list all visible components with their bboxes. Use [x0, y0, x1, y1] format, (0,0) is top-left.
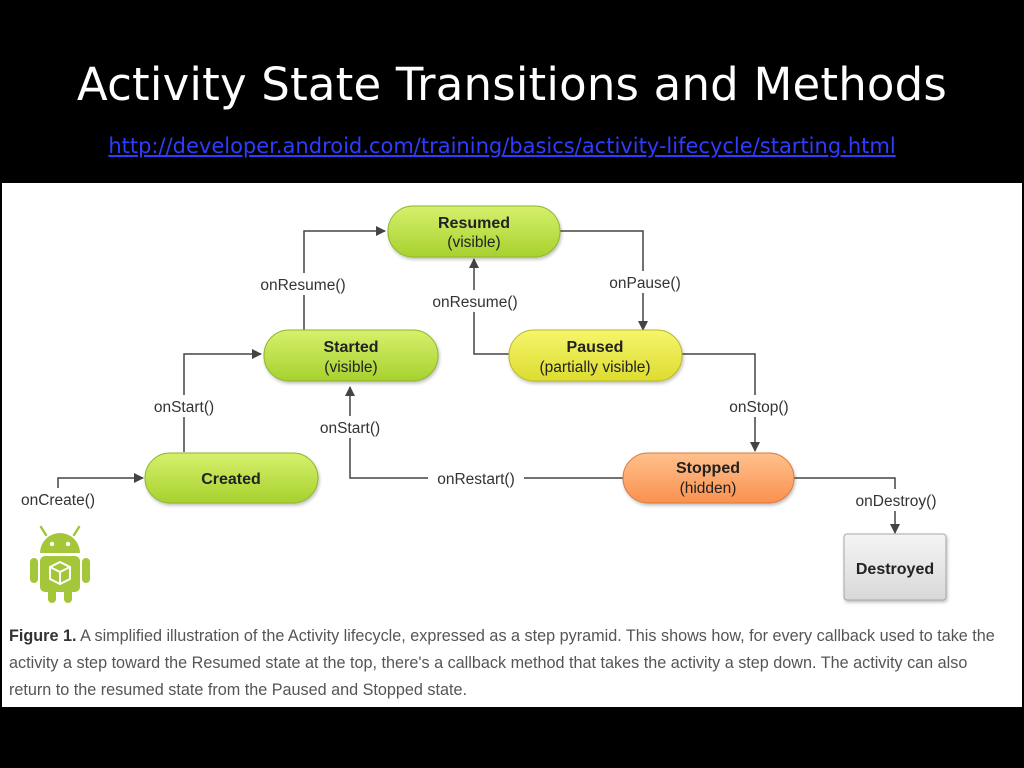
callback-labels: onCreate() onStart() onResume() onPause(…	[12, 271, 945, 511]
arrow-onresume-up	[303, 226, 386, 330]
state-resumed-detail: (visible)	[447, 234, 500, 251]
state-started-detail: (visible)	[324, 359, 377, 376]
label-onstart-back: onStart()	[320, 420, 380, 437]
label-onrestart: onRestart()	[437, 471, 515, 488]
label-onresume-up: onResume()	[260, 277, 345, 294]
state-created: Created	[144, 452, 319, 504]
arrow-onstart-back	[345, 386, 623, 479]
state-destroyed: Destroyed	[843, 533, 947, 601]
label-oncreate: onCreate()	[21, 492, 95, 509]
label-onstop: onStop()	[729, 399, 788, 416]
state-started-name: Started	[323, 339, 378, 356]
arrow-onpause	[560, 230, 648, 331]
state-paused-name: Paused	[567, 339, 624, 356]
label-onstart-up: onStart()	[154, 399, 214, 416]
state-stopped-name: Stopped	[676, 460, 740, 477]
connectors	[57, 226, 900, 534]
caption-text: A simplified illustration of the Activit…	[9, 627, 995, 699]
state-resumed: Resumed (visible)	[387, 205, 561, 258]
label-ondestroy: onDestroy()	[856, 493, 937, 510]
slide-title: Activity State Transitions and Methods	[76, 58, 948, 111]
label-onresume-back: onResume()	[432, 294, 517, 311]
label-onpause: onPause()	[609, 275, 681, 292]
lifecycle-diagram: Resumed (visible) Started (visible) Paus…	[12, 205, 947, 603]
state-started: Started (visible)	[263, 329, 439, 382]
android-robot-icon	[30, 525, 90, 603]
state-destroyed-name: Destroyed	[856, 561, 934, 578]
state-created-name: Created	[201, 471, 261, 488]
source-link[interactable]: http://developer.android.com/training/ba…	[108, 134, 896, 158]
figure-caption: Figure 1. A simplified illustration of t…	[9, 623, 1014, 704]
state-stopped-detail: (hidden)	[680, 480, 737, 497]
state-paused: Paused (partially visible)	[508, 329, 683, 382]
state-resumed-name: Resumed	[438, 215, 510, 232]
caption-label: Figure 1.	[9, 627, 77, 645]
state-stopped: Stopped (hidden)	[622, 452, 795, 504]
state-paused-detail: (partially visible)	[539, 359, 650, 376]
arrow-ondestroy	[794, 477, 900, 534]
arrow-onstop	[682, 353, 760, 452]
arrow-onstart-up	[183, 349, 262, 452]
lifecycle-figure: Resumed (visible) Started (visible) Paus…	[2, 183, 1022, 707]
